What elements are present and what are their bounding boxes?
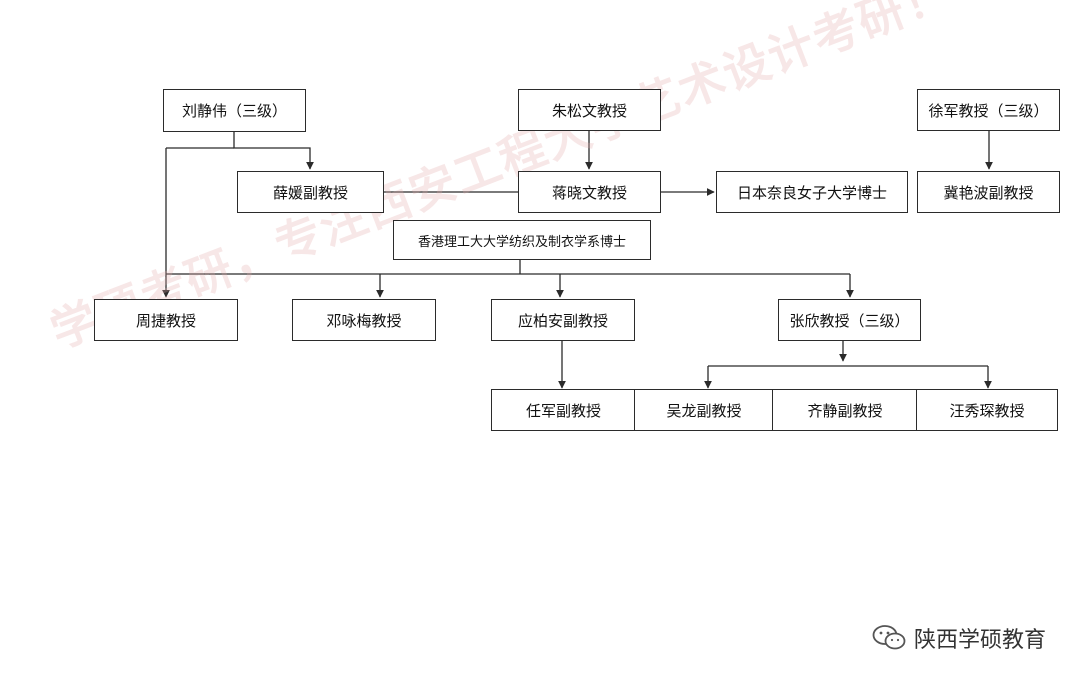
brand-signature: 陕西学硕教育 — [872, 622, 1046, 654]
node-ren-jun: 任军副教授 — [491, 389, 635, 431]
node-ying-boan: 应柏安副教授 — [491, 299, 635, 341]
node-wu-long: 吴龙副教授 — [634, 389, 773, 431]
connector-liu-to-zhou — [166, 147, 234, 297]
node-xu-jun: 徐军教授（三级） — [917, 89, 1060, 131]
node-liu-jingwei: 刘静伟（三级） — [163, 89, 306, 132]
node-xue-yuan: 薛媛副教授 — [237, 171, 384, 213]
node-hk-polyu-phd: 香港理工大大学纺织及制衣学系博士 — [393, 220, 651, 260]
connector-liu-to-xue — [233, 132, 314, 170]
node-zhu-songwen: 朱松文教授 — [518, 89, 661, 131]
node-nara-phd: 日本奈良女子大学博士 — [716, 171, 908, 213]
node-zhou-jie: 周捷教授 — [94, 299, 238, 341]
node-deng-yongmei: 邓咏梅教授 — [292, 299, 436, 341]
wechat-icon — [872, 625, 906, 650]
brand-name: 陕西学硕教育 — [913, 628, 1046, 653]
node-jiang-xiaowen: 蒋晓文教授 — [518, 171, 661, 213]
node-ji-yanbo: 冀艳波副教授 — [917, 171, 1060, 213]
node-qi-jing: 齐静副教授 — [772, 389, 917, 431]
node-wang-xiushen: 汪秀琛教授 — [916, 389, 1058, 431]
node-zhang-xin: 张欣教授（三级） — [778, 299, 921, 341]
